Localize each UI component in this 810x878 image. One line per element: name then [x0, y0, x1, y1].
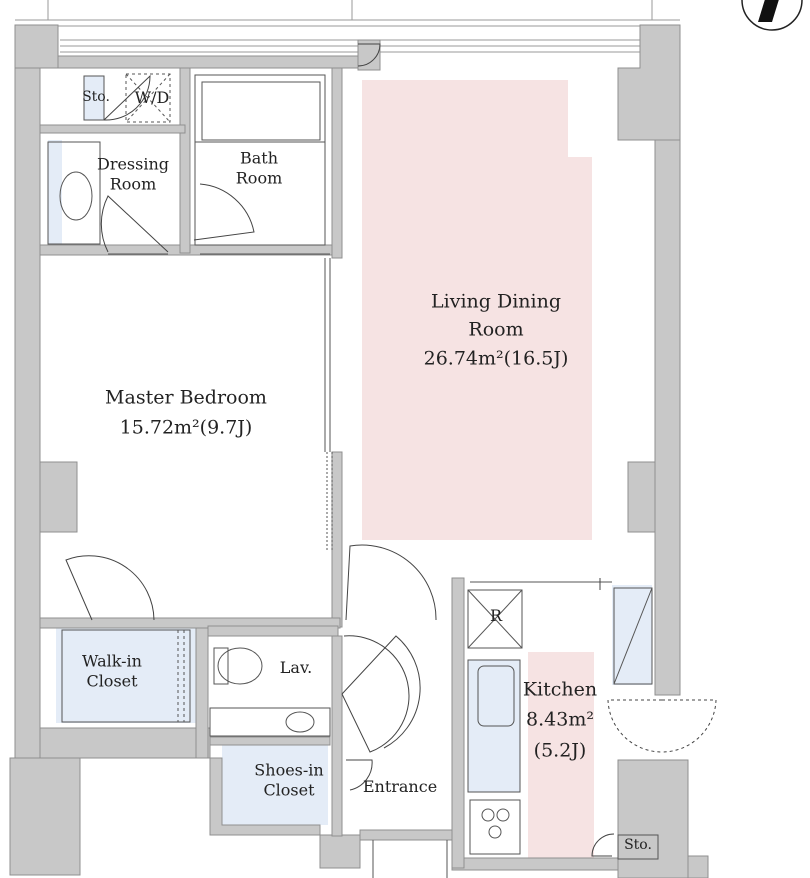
shoes-in-name-line2: Closet: [263, 781, 315, 800]
walk-in-closet-label: Walk-in Closet: [82, 652, 142, 693]
interior-lines: [47, 73, 659, 878]
living-dining-highlight: [362, 80, 592, 540]
kitchen-area: 8.43m²: [526, 708, 594, 731]
bath-name-line1: Bath: [239, 148, 279, 168]
balcony-rail: [15, 0, 680, 53]
walls: [9, 24, 709, 878]
kitchen-name: Kitchen: [522, 678, 598, 701]
kitchen-label: Kitchen 8.43m² (5.2J): [523, 678, 597, 763]
living-dining-area: 26.74m²(16.5J): [423, 347, 569, 370]
bath-name-line2: Room: [235, 169, 283, 188]
washer-dryer-label: W/D: [134, 87, 170, 107]
walk-in-name-line2: Closet: [86, 672, 138, 691]
storage-top-label: Sto.: [82, 89, 110, 106]
kitchen-area-jo: (5.2J): [533, 739, 587, 762]
north-compass-icon: [741, 0, 803, 31]
dressing-name-line1: Dressing: [96, 154, 170, 174]
wet-areas: [48, 76, 658, 859]
master-bedroom-name: Master Bedroom: [105, 386, 267, 409]
master-bedroom-label: Master Bedroom 15.72m²(9.7J): [105, 386, 267, 441]
bath-room-label: Bath Room: [236, 149, 282, 190]
living-dining-label: Living Dining Room 26.74m²(16.5J): [424, 290, 569, 371]
walk-in-name-line1: Walk-in: [82, 651, 142, 671]
dressing-name-line2: Room: [109, 175, 157, 194]
shoes-in-name-line1: Shoes-in: [254, 760, 324, 780]
storage-bottom-label: Sto.: [624, 837, 652, 854]
door-swings: [65, 43, 717, 857]
lavatory-label: Lav.: [279, 657, 313, 677]
living-dining-name-line2: Room: [468, 318, 524, 341]
shoes-in-closet-label: Shoes-in Closet: [254, 761, 323, 802]
kitchen-highlight: [528, 652, 594, 862]
master-bedroom-area: 15.72m²(9.7J): [119, 417, 253, 439]
living-dining-name-line1: Living Dining: [431, 290, 561, 313]
refrigerator-label: R: [489, 605, 503, 625]
entrance-label: Entrance: [362, 776, 438, 796]
dressing-room-label: Dressing Room: [97, 155, 169, 196]
